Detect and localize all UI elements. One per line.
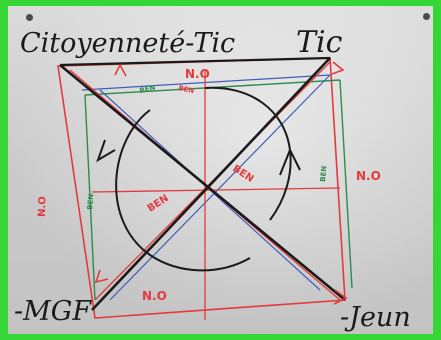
small-label: BEN: [139, 84, 156, 95]
black-diagonal: [59, 63, 346, 302]
small-label: BEN: [178, 84, 195, 95]
arrow-head: [96, 139, 116, 163]
paper-hole: [26, 14, 33, 21]
top-left-label: Citoyenneté-Tic: [20, 28, 235, 59]
bottom-right-label: -Jeun: [340, 302, 411, 333]
black-cycle-arrow: [204, 86, 292, 221]
arrow-head: [331, 61, 345, 75]
black-diagonal: [91, 57, 331, 311]
green-line: [339, 79, 353, 289]
paper-hole: [423, 13, 430, 20]
blue-line: [81, 74, 331, 91]
small-label: BEN: [86, 193, 95, 210]
arrow-head: [94, 269, 109, 284]
blue-line: [109, 74, 331, 301]
small-label: BEN: [319, 165, 328, 182]
bottom-edge-label: N.O: [142, 289, 167, 303]
diagonal-label: BEN: [146, 193, 171, 215]
red-horizontal: [91, 187, 341, 193]
bottom-left-label: -MGF: [14, 296, 92, 327]
top-right-label: Tic: [296, 25, 343, 60]
black-top-line: [59, 56, 331, 67]
arrow-head: [114, 63, 127, 77]
left-edge-label: N.O: [37, 196, 49, 217]
arrow-head: [333, 289, 348, 305]
diagonal-label: BEN: [230, 163, 255, 185]
black-cycle-arrow: [115, 109, 251, 272]
top-edge-label: N.O: [185, 67, 210, 81]
arrow-head: [279, 147, 301, 176]
green-line: [84, 94, 96, 301]
right-edge-label: N.O: [356, 169, 381, 183]
